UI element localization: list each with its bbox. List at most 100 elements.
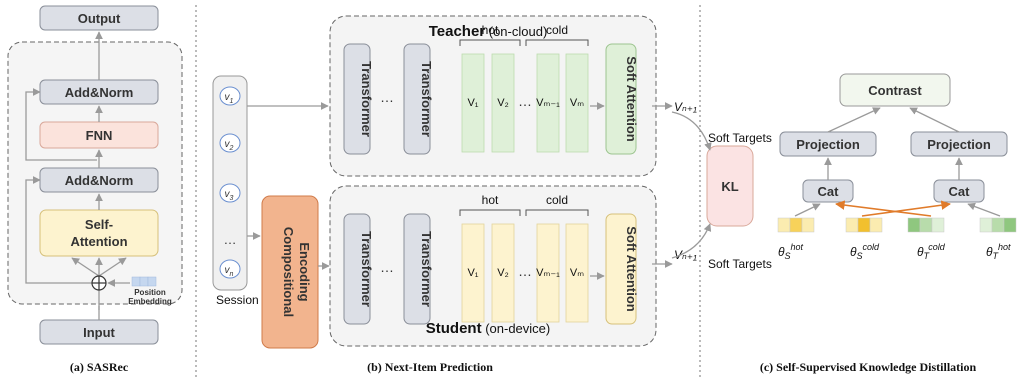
kl-box — [706, 145, 754, 227]
teacher-transformer-label-1: Transformer — [359, 61, 374, 137]
compositional-encoding-box — [261, 195, 319, 349]
theta-s-cold: θScold — [850, 242, 880, 261]
student-transformer-2 — [403, 213, 431, 325]
position-label-2: Embedding — [128, 297, 172, 306]
emb-t-cold-cell-3 — [931, 217, 945, 233]
teacher-cold-label: cold — [546, 23, 568, 37]
student-cold-bracket — [525, 209, 589, 216]
teacher-item-label-2: V₂ — [497, 97, 509, 109]
session-item-5 — [219, 259, 241, 279]
emb-s-hot-cell-1 — [777, 217, 791, 233]
emb-t-cold-cell-1 — [907, 217, 921, 233]
add-norm-top-label: Add&Norm — [65, 85, 134, 100]
encoding-line-2: Encoding — [297, 242, 312, 301]
emb-s-cold-cell-2 — [857, 217, 871, 233]
residual-arrow-2 — [25, 88, 97, 161]
sasrec-panel: Output Add&Norm FNN Add&Norm Self- Atten… — [7, 5, 183, 374]
student-item-5 — [565, 223, 589, 323]
residual-arrow-1 — [25, 176, 97, 284]
emb-s-cold-cell-3 — [869, 217, 883, 233]
output-label: Output — [78, 11, 121, 26]
soft-targets-bottom: Soft Targets — [708, 257, 772, 271]
s-cold-to-cat-right — [861, 200, 951, 217]
contrast-label: Contrast — [868, 83, 922, 98]
emb-s-cold-cell-1 — [845, 217, 859, 233]
teacher-to-kl-arrow — [671, 111, 712, 151]
teacher-item-1 — [461, 53, 485, 153]
teacher-item-4 — [536, 53, 560, 153]
session-column — [212, 75, 248, 291]
student-hot-label: hot — [482, 193, 499, 207]
student-item-label-2: V₂ — [497, 267, 509, 279]
proj-left-to-contrast — [827, 107, 881, 133]
student-item-2 — [491, 223, 515, 323]
position-label-1: Position — [134, 288, 166, 297]
student-item-1 — [461, 223, 485, 323]
teacher-item-ellipsis: … — [518, 93, 532, 109]
add-norm-bottom-label: Add&Norm — [65, 173, 134, 188]
teacher-item-label-1: V₁ — [467, 97, 478, 109]
kl-label: KL — [721, 179, 738, 194]
output-box — [39, 5, 159, 31]
self-attention-label-2: Attention — [70, 234, 127, 249]
teacher-transformer-label-2: Transformer — [419, 61, 434, 137]
student-to-kl-arrow — [671, 223, 712, 259]
student-out-label: Vₙ₊₁ — [674, 248, 697, 262]
t-hot-to-cat-right — [967, 202, 1001, 217]
distill-panel: Contrast Projection Projection Cat Cat θ… — [760, 73, 1017, 374]
teacher-transformer-2 — [403, 43, 431, 155]
student-soft-attention-box — [605, 213, 637, 325]
student-cold-label: cold — [546, 193, 568, 207]
student-hot-bracket — [459, 209, 521, 216]
student-title: Student (on-device) — [426, 320, 550, 337]
teacher-title: Teacher (on-cloud) — [429, 23, 548, 40]
teacher-item-label-4: Vₘ₋₁ — [536, 97, 560, 109]
teacher-item-label-5: Vₘ — [570, 97, 584, 109]
soft-targets-top: Soft Targets — [708, 131, 772, 145]
session-item-3 — [219, 183, 241, 203]
emb-t-hot-cell-2 — [991, 217, 1005, 233]
plus-to-attention-right — [98, 257, 127, 277]
contrast-box — [839, 73, 951, 107]
student-item-label-4: Vₘ₋₁ — [536, 267, 560, 279]
teacher-hot-bracket — [459, 39, 521, 46]
emb-t-cold-cell-2 — [919, 217, 933, 233]
teacher-transformer-1 — [343, 43, 371, 155]
session-item-label-2: v2 — [225, 139, 234, 152]
s-hot-to-cat-left — [794, 203, 821, 217]
teacher-soft-attention-label: Soft Attention — [624, 56, 639, 141]
teacher-item-2 — [491, 53, 515, 153]
teacher-dots: … — [380, 89, 394, 105]
emb-s-hot-cell-2 — [789, 217, 803, 233]
student-dots: … — [380, 259, 394, 275]
self-attention-label-1: Self- — [85, 217, 113, 232]
emb-s-hot-cell-3 — [801, 217, 815, 233]
student-transformer-label-2: Transformer — [419, 231, 434, 307]
pos-emb-cell-3 — [147, 276, 157, 287]
session-item-label-5: vn — [225, 265, 234, 278]
pos-emb-cell-2 — [139, 276, 149, 287]
caption-sasrec: (a) SASRec — [70, 360, 129, 374]
session-item-2 — [219, 133, 241, 153]
student-transformer-1 — [343, 213, 371, 325]
teacher-hot-label: hot — [482, 23, 499, 37]
student-transformer-label-1: Transformer — [359, 231, 374, 307]
caption-next-item: (b) Next-Item Prediction — [367, 360, 493, 374]
teacher-soft-attention-box — [605, 43, 637, 155]
student-item-ellipsis: … — [518, 263, 532, 279]
theta-t-cold: θTcold — [917, 242, 946, 261]
emb-t-hot-cell-1 — [979, 217, 993, 233]
pos-emb-cell-1 — [131, 276, 141, 287]
proj-right-to-contrast — [909, 107, 960, 133]
session-item-label-1: v1 — [225, 92, 234, 105]
emb-t-hot-cell-3 — [1003, 217, 1017, 233]
student-item-label-1: V₁ — [467, 267, 478, 279]
session-ellipsis: … — [224, 232, 237, 247]
plus-to-attention-left — [71, 257, 100, 277]
fnn-label: FNN — [86, 128, 113, 143]
teacher-out-label: Vₙ₊₁ — [674, 100, 697, 114]
projection-left-label: Projection — [796, 137, 860, 152]
